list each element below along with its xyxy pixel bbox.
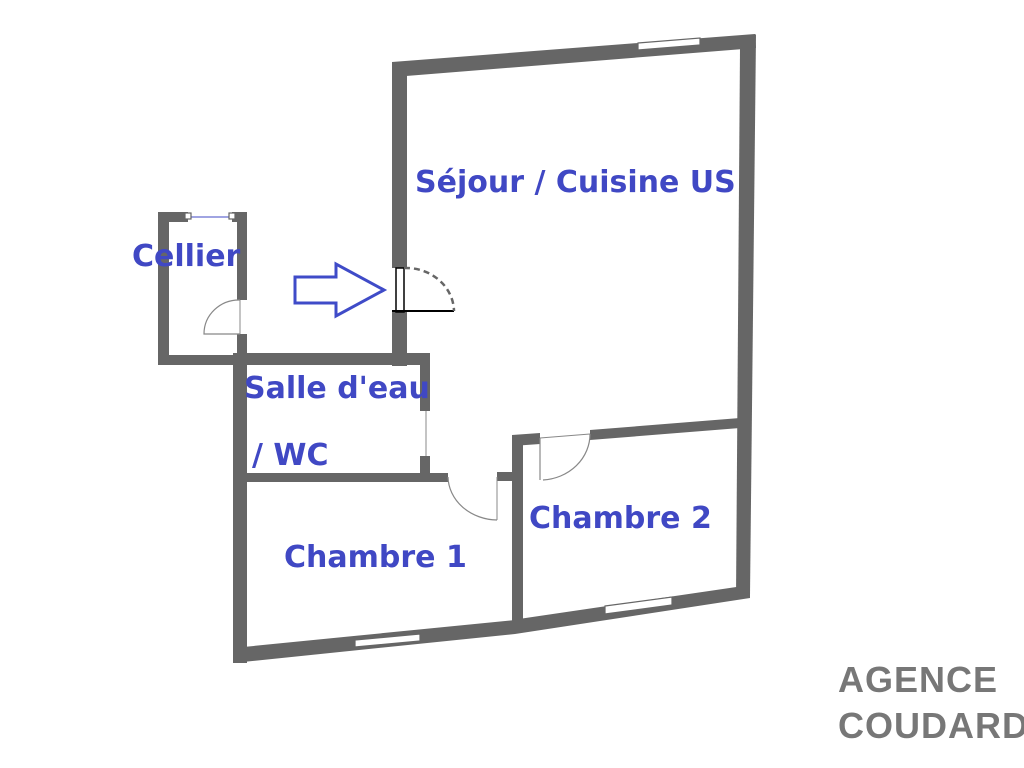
chambre1-top-wall-right (497, 472, 517, 481)
doors (203, 266, 591, 521)
walls (158, 34, 756, 663)
cellier-bottom-wall (158, 355, 247, 365)
chambre1-window (354, 633, 421, 648)
entrance-arrow-icon (293, 261, 388, 319)
room-label-chambre2: Chambre 2 (529, 501, 712, 536)
cellier-left-wall (158, 212, 169, 365)
salle-eau-right-wall-lower (420, 456, 430, 476)
agency-logo-line1: AGENCE (838, 659, 998, 700)
entrance-door-swing (403, 266, 456, 312)
room-label-chambre1: Chambre 1 (284, 540, 467, 575)
room-label-cellier: Cellier (132, 239, 241, 274)
windows (184, 37, 701, 648)
sejour-left-wall-lower (392, 312, 407, 366)
entrance-door-frame (395, 267, 405, 313)
salle-eau-top-wall (233, 353, 430, 365)
chambre2-left-wall (512, 435, 523, 625)
window-post (228, 212, 236, 220)
chambre1-left-wall (233, 355, 247, 663)
chambre1-top-wall (233, 473, 448, 482)
chambre2-window (604, 596, 673, 615)
cellier-door-swing (203, 299, 241, 335)
cellier-top-wall (158, 212, 188, 222)
sejour-window (637, 37, 701, 51)
sejour-chambre2-wall-right (590, 418, 740, 440)
agency-logo-line2: COUDARD (838, 705, 1024, 746)
sejour-left-wall-upper (392, 62, 407, 268)
chambre2-door-swing (539, 433, 591, 481)
window-post (184, 212, 192, 220)
cellier-right-wall-upper (237, 212, 247, 300)
right-wall (736, 34, 756, 598)
cellier-right-wall-lower (237, 334, 247, 364)
room-label-salle-eau: Salle d'eau (244, 371, 430, 406)
room-label-sejour: Séjour / Cuisine US (415, 165, 736, 200)
room-label-wc: / WC (252, 438, 329, 473)
chambre2-door-leaf (539, 433, 591, 439)
salle-eau-right-wall-upper (420, 353, 430, 411)
chambre1-door-swing (447, 476, 498, 521)
sejour-top-wall (392, 34, 756, 76)
